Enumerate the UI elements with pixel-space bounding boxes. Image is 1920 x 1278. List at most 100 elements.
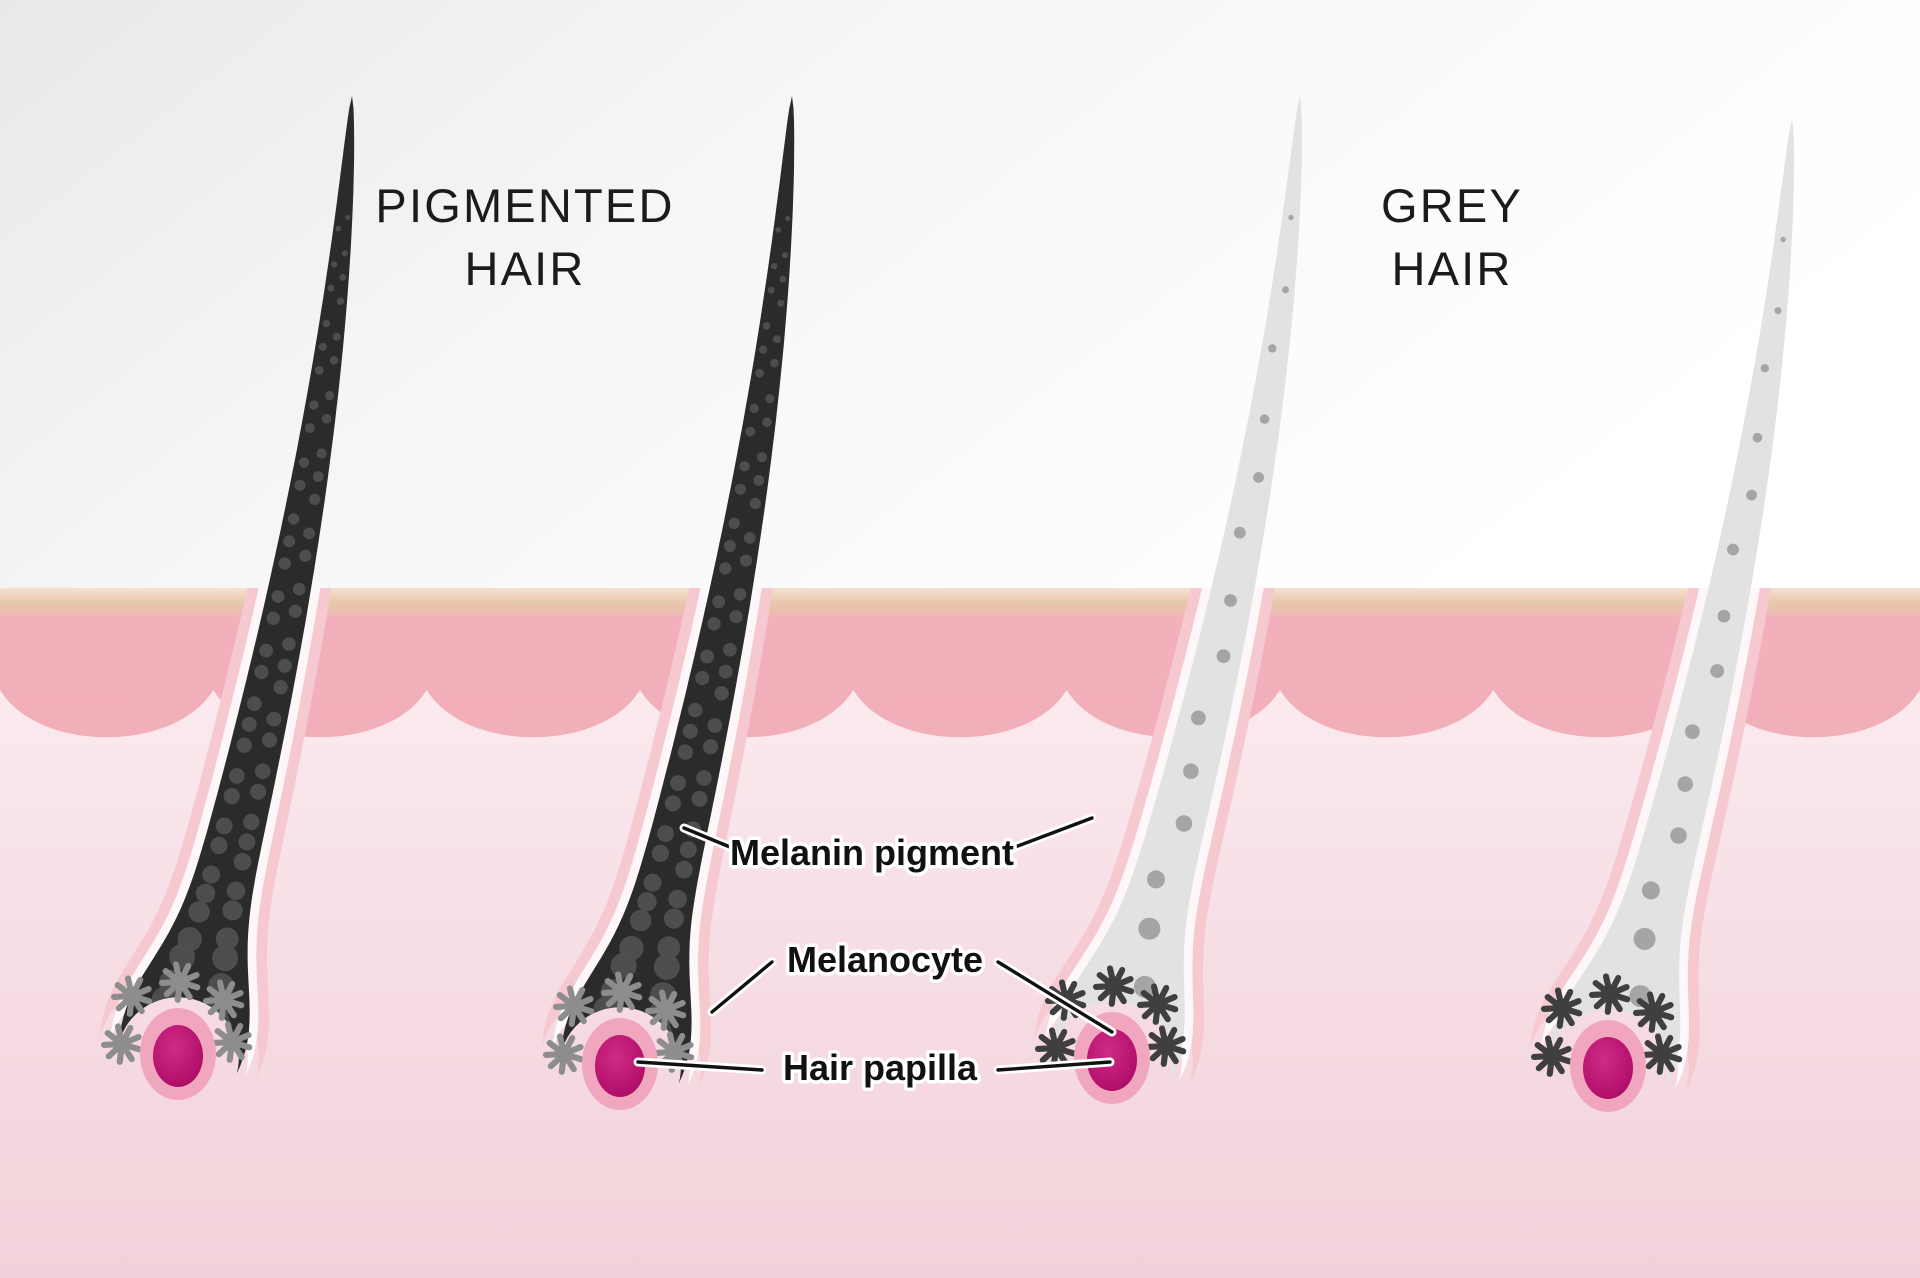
melanin-dot: [630, 909, 652, 932]
melanin-dot: [266, 611, 280, 625]
melanin-dot: [657, 936, 681, 959]
annotation-label: Melanocyte: [787, 939, 983, 980]
leader-line-left: [710, 960, 774, 1014]
melanin-dot: [309, 400, 319, 410]
follicle-grey-right: [1530, 120, 1794, 1112]
melanin-dot: [1191, 710, 1206, 726]
melanocyte-cell-3: [1530, 1035, 1573, 1077]
melanin-dot: [663, 908, 685, 929]
melanin-dot: [765, 394, 775, 404]
hair-shaft: [561, 96, 795, 1084]
follicle-pigmented-left: [99, 96, 355, 1100]
melanin-dot: [739, 554, 753, 567]
melanin-dot: [233, 852, 252, 871]
melanin-pigment-dots: [1097, 214, 1294, 1036]
melanin-dot: [745, 426, 756, 437]
melanin-dot: [322, 319, 331, 328]
subcutis-layer: [0, 690, 1920, 1278]
melanin-dot: [228, 768, 245, 784]
melanin-dot: [718, 664, 733, 679]
melanin-dot: [682, 723, 698, 739]
melanin-dot: [1670, 827, 1687, 844]
hair-papilla: [1570, 1020, 1646, 1112]
melanin-dot: [723, 540, 736, 552]
melanin-dot: [1717, 609, 1731, 623]
melanin-dot: [743, 532, 756, 544]
melanin-dot: [1233, 526, 1246, 539]
melanin-dot: [767, 286, 775, 294]
melanin-dot: [729, 610, 743, 624]
melanin-dot: [1288, 214, 1294, 221]
melanocyte-cell-4: [1144, 1025, 1187, 1067]
melanin-dot: [691, 790, 708, 807]
melanin-dot: [734, 483, 746, 495]
melanin-dot: [677, 744, 693, 760]
melanin-dot: [679, 841, 697, 859]
annotation-hair-papilla: Hair papilla: [633, 1044, 1115, 1092]
melanin-dot: [330, 261, 338, 268]
melanin-dot: [653, 953, 680, 980]
hair-papilla: [140, 1008, 216, 1100]
melanin-dot: [755, 368, 764, 378]
melanin-dot: [749, 403, 759, 413]
melanin-dot: [282, 637, 296, 651]
melanin-dot: [739, 461, 750, 472]
melanocyte-cell-4: [1640, 1033, 1683, 1075]
melanin-dot: [1752, 432, 1763, 443]
hair-papilla: [582, 1018, 658, 1110]
melanin-dot: [759, 345, 768, 354]
melanin-dot: [1259, 414, 1270, 424]
melanin-dot: [695, 670, 710, 686]
melanin-dot: [309, 493, 321, 505]
melanin-dot: [236, 737, 252, 753]
melanin-dot: [1224, 594, 1237, 607]
melanin-dot: [703, 739, 719, 755]
melanin-dot: [329, 356, 339, 365]
melanin-dot: [651, 844, 670, 863]
title-line-1: PIGMENTED: [375, 179, 674, 232]
leader-line-right: [996, 960, 1114, 1034]
melanin-dot: [283, 535, 296, 548]
melanin-dot: [226, 881, 246, 901]
melanin-dot: [1641, 881, 1660, 900]
melanin-dot: [1629, 985, 1652, 1008]
annotation-label: Hair papilla: [783, 1047, 978, 1088]
melanin-dot: [1175, 815, 1193, 832]
melanin-dot: [273, 680, 288, 695]
melanin-dot: [664, 795, 682, 812]
melanin-dot: [246, 696, 262, 711]
melanin-dot: [714, 686, 729, 701]
melanin-dot: [1760, 364, 1770, 373]
melanin-dot: [1183, 763, 1199, 779]
melanin-dot: [254, 664, 269, 680]
melanin-dot: [210, 836, 228, 855]
melanin-dot: [707, 617, 721, 631]
melanin-dot: [223, 788, 240, 805]
melanin-dot: [749, 497, 761, 510]
melanin-dot: [215, 817, 233, 835]
melanin-dot: [304, 423, 315, 434]
melanin-dot: [250, 783, 267, 800]
melanin-dot: [1710, 664, 1725, 678]
melanocyte-cell-2: [1136, 983, 1179, 1025]
annotation-melanocyte: Melanocyte: [707, 936, 1117, 1037]
melanocyte-cell-1: [600, 971, 643, 1013]
melanin-dot: [298, 457, 310, 468]
title-line-2: HAIR: [464, 242, 585, 295]
melanin-dot: [238, 833, 256, 851]
melanin-dot: [241, 717, 257, 732]
melanin-dot: [215, 927, 239, 951]
melanin-dot: [723, 642, 737, 657]
melanin-dot: [700, 649, 714, 664]
melanin-dot: [288, 604, 302, 618]
melanin-dot: [773, 335, 781, 344]
melanin-dot: [1282, 286, 1290, 294]
melanocyte-cell-4: [210, 1021, 253, 1063]
melanin-dot: [1677, 776, 1693, 792]
melanin-dot: [1685, 724, 1700, 739]
melanin-dot: [779, 275, 787, 283]
melanin-dot: [1746, 489, 1757, 501]
